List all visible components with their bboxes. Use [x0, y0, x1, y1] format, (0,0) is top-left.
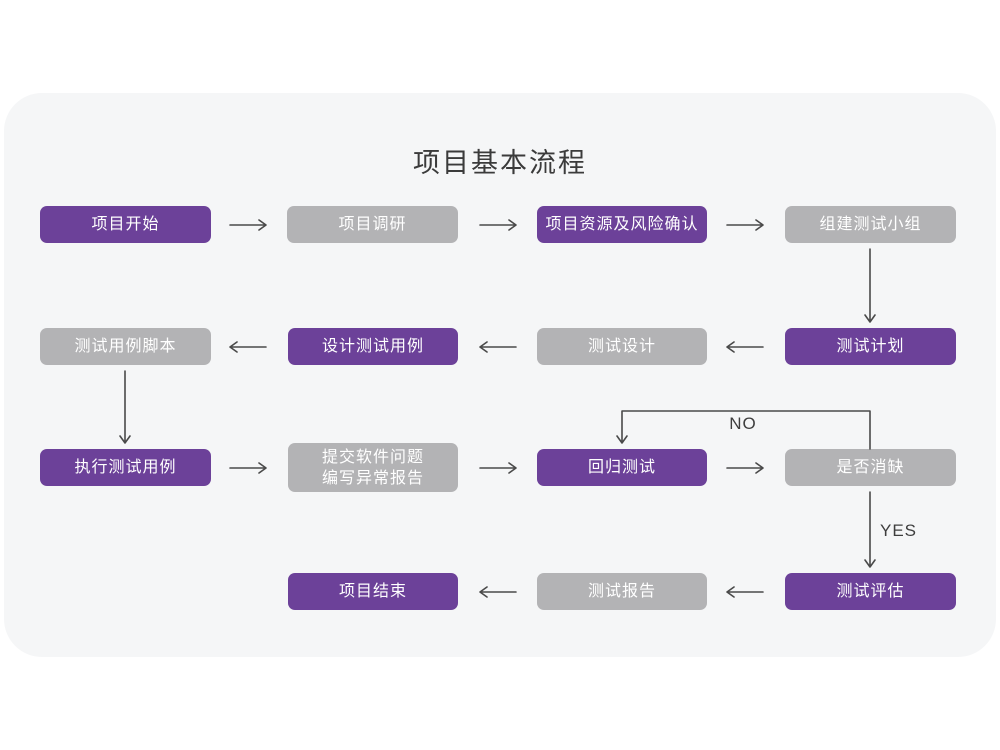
- node-regression-test: 回归测试: [537, 449, 707, 486]
- node-execute-test-cases: 执行测试用例: [40, 449, 211, 486]
- node-project-research: 项目调研: [287, 206, 458, 243]
- node-label: 项目调研: [338, 216, 407, 233]
- node-label: 是否消缺: [836, 459, 905, 476]
- node-label: 项目结束: [338, 583, 407, 600]
- node-build-test-team: 组建测试小组: [785, 206, 956, 243]
- node-label: 测试计划: [836, 338, 905, 355]
- node-label: 测试评估: [836, 583, 905, 600]
- node-test-evaluation: 测试评估: [785, 573, 956, 610]
- node-design-test-cases: 设计测试用例: [288, 328, 458, 365]
- node-defect-cleared-decision: 是否消缺: [785, 449, 956, 486]
- node-project-end: 项目结束: [288, 573, 458, 610]
- node-label: 回归测试: [587, 459, 656, 476]
- node-label: 执行测试用例: [74, 459, 177, 476]
- node-project-start: 项目开始: [40, 206, 211, 243]
- node-label-line1: 提交软件问题: [321, 448, 424, 466]
- node-submit-issue-report: 提交软件问题 编写异常报告: [288, 443, 458, 492]
- node-label: 测试设计: [587, 338, 656, 355]
- node-test-plan: 测试计划: [785, 328, 956, 365]
- node-label: 设计测试用例: [321, 338, 424, 355]
- node-test-case-script: 测试用例脚本: [40, 328, 211, 365]
- node-label: 组建测试小组: [819, 216, 922, 233]
- yes-branch-label: YES: [880, 521, 918, 540]
- node-test-report: 测试报告: [537, 573, 707, 610]
- no-branch-label: NO: [729, 414, 757, 433]
- node-label: 项目资源及风险确认: [545, 216, 699, 233]
- node-label-line2: 编写异常报告: [321, 469, 424, 487]
- node-label: 测试报告: [587, 583, 656, 600]
- node-risk-confirm: 项目资源及风险确认: [537, 206, 707, 243]
- page-title: 项目基本流程: [413, 148, 587, 178]
- flowchart-card: [4, 93, 996, 657]
- node-test-design: 测试设计: [537, 328, 707, 365]
- node-label: 测试用例脚本: [74, 338, 177, 355]
- node-label: 项目开始: [91, 216, 160, 233]
